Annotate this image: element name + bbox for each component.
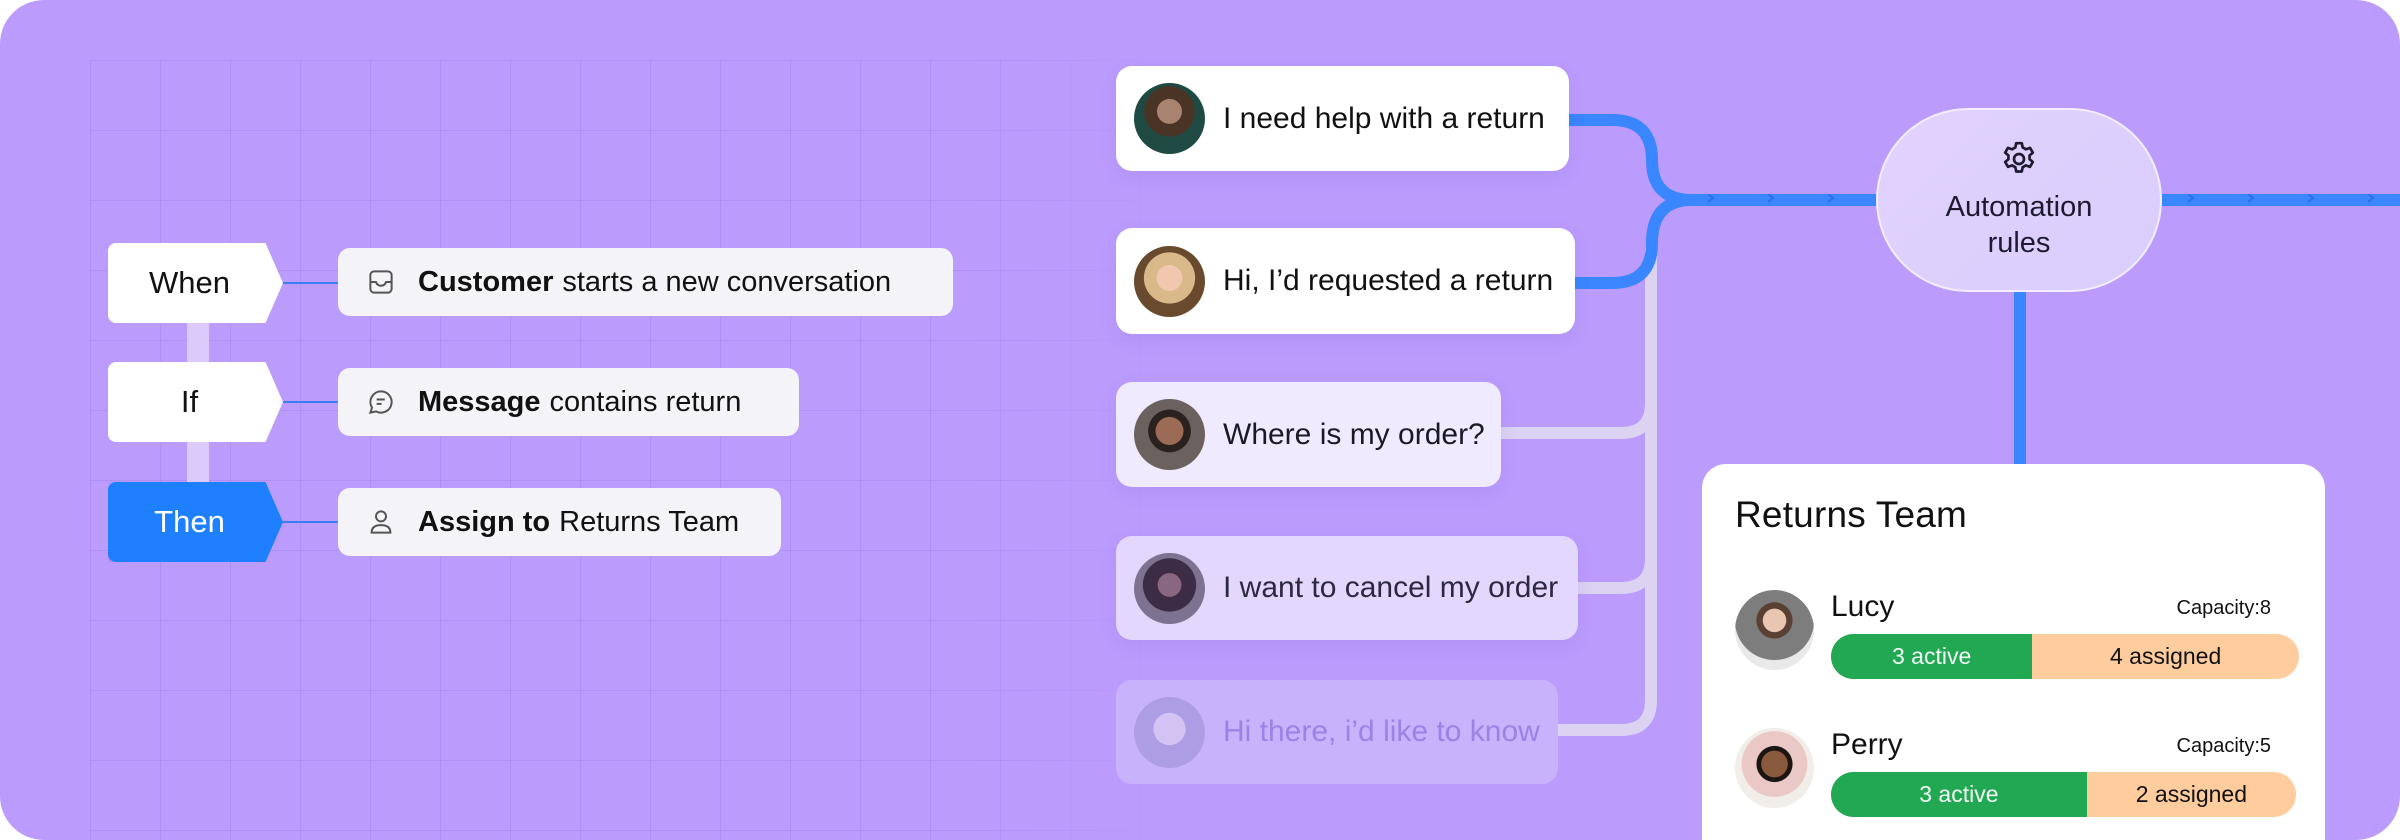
step-if[interactable]: If	[108, 362, 283, 442]
automation-label-line2: rules	[1987, 227, 2051, 259]
gear-icon	[2003, 141, 2035, 173]
background-grid	[90, 60, 1180, 840]
message-card[interactable]: Hi, I’d requested a return	[1116, 228, 1575, 334]
customer-avatar	[1134, 399, 1205, 470]
assigned-count: 4 assigned	[2109, 643, 2222, 669]
message-card[interactable]: I need help with a return	[1116, 66, 1569, 171]
wire-hi-there	[1552, 544, 1657, 736]
customer-avatar	[1134, 696, 1205, 768]
message-text: Hi, I’d requested a return	[1223, 264, 1554, 297]
step-when[interactable]: When	[108, 243, 283, 323]
step-link-when	[283, 282, 339, 284]
customer-avatar	[1134, 245, 1205, 317]
customer-avatar	[1134, 83, 1205, 154]
message-card[interactable]: I want to cancel my order	[1116, 536, 1578, 640]
message-card[interactable]: Hi there, i’d like to know	[1116, 680, 1558, 784]
workload-bar: 3 active 2 assigned	[1831, 772, 2296, 817]
message-text: I want to cancel my order	[1223, 571, 1559, 604]
message-card[interactable]: Where is my order?	[1116, 382, 1501, 487]
panel-title: Returns Team	[1735, 494, 1968, 535]
message-text: I need help with a return	[1223, 101, 1545, 135]
step-when-label: When	[149, 265, 230, 300]
agent-capacity: Capacity:8	[2176, 597, 2272, 619]
agent-name: Perry	[1831, 728, 1903, 761]
action-then-verb: Assign to	[418, 505, 551, 538]
condition-if[interactable]: Message contains return	[338, 368, 799, 436]
returns-team-panel: Returns Team Lucy Capacity:8 3 active 4 …	[1702, 464, 2325, 840]
agent-avatar	[1735, 728, 1814, 808]
step-then-label: Then	[154, 504, 225, 539]
customer-avatar	[1134, 552, 1205, 624]
agent-name: Lucy	[1831, 590, 1895, 623]
inbox-icon	[366, 267, 396, 297]
step-if-label: If	[180, 384, 199, 419]
team-member-perry[interactable]: Perry Capacity:5 3 active 2 assigned	[1735, 728, 2300, 818]
automation-label-line1: Automation	[1945, 191, 2093, 223]
agent-avatar	[1735, 590, 1814, 670]
message-text: Where is my order?	[1223, 417, 1485, 451]
active-count: 3 active	[1831, 634, 2033, 679]
automation-rules-node[interactable]: Automation rules	[1876, 108, 2162, 292]
condition-when-text: starts a new conversation	[562, 265, 892, 298]
active-count: 3 active	[1831, 772, 2087, 817]
message-text: Hi there, i’d like to know	[1223, 715, 1540, 748]
step-link-then	[283, 521, 339, 523]
message-bubble-icon	[366, 387, 396, 417]
action-then[interactable]: Assign to Returns Team	[338, 488, 781, 556]
agent-capacity: Capacity:5	[2176, 735, 2272, 757]
step-then[interactable]: Then	[108, 482, 283, 562]
action-then-target: Returns Team	[559, 505, 740, 538]
user-icon	[366, 507, 396, 537]
condition-when-subject: Customer	[418, 265, 554, 298]
workload-bar: 3 active 4 assigned	[1831, 634, 2299, 679]
team-member-lucy[interactable]: Lucy Capacity:8 3 active 4 assigned	[1735, 590, 2300, 680]
condition-if-text: contains return	[549, 385, 742, 418]
step-link-if	[283, 401, 339, 403]
condition-if-subject: Message	[418, 385, 541, 418]
assigned-count: 2 assigned	[2135, 781, 2247, 807]
condition-when[interactable]: Customer starts a new conversation	[338, 248, 953, 316]
